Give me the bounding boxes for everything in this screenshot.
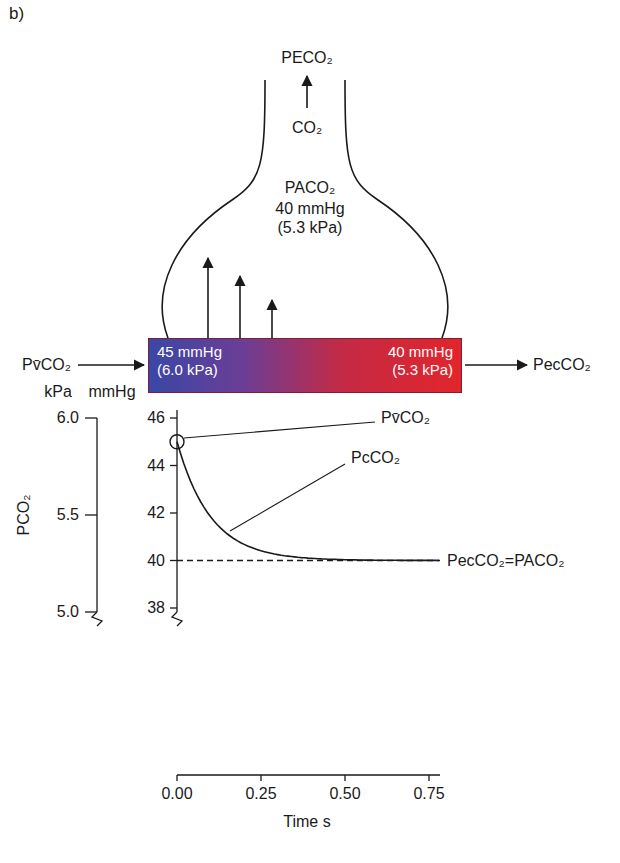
tick-label: 0.50 xyxy=(328,784,361,803)
tick-label: 0.75 xyxy=(412,784,445,803)
tick-label: 0.25 xyxy=(244,784,277,803)
tick-label: 46 xyxy=(146,408,166,427)
flow-arrow xyxy=(465,364,527,366)
panel-letter: b) xyxy=(8,4,25,24)
diffusion-arrow xyxy=(271,300,273,338)
diffusion-arrow xyxy=(207,258,209,338)
start-marker xyxy=(170,435,184,449)
time-axis xyxy=(177,775,440,781)
diffusion-arrow xyxy=(239,276,241,338)
gas-symbol: PecCO₂ xyxy=(532,355,592,374)
flow-arrow xyxy=(78,364,144,366)
leader-line xyxy=(230,464,345,531)
tick-label: 5.0 xyxy=(56,602,80,621)
curve-label: PcCO₂ xyxy=(350,448,401,467)
alveolus-shape: PACO₂ 40 mmHg (5.3 kPa) xyxy=(150,78,470,340)
unit-label: kPa xyxy=(43,382,73,401)
kpa-axis xyxy=(85,418,102,626)
gas-symbol: PECO₂ xyxy=(280,48,334,67)
flow-arrow xyxy=(306,76,308,108)
tick-label: 40 xyxy=(146,551,166,570)
unit-label: mmHg xyxy=(87,382,136,401)
tick-label: 38 xyxy=(146,598,166,617)
tick-label: 5.5 xyxy=(56,505,80,524)
curve-label: Pv̄CO₂ xyxy=(380,408,431,427)
leader-line xyxy=(184,422,375,438)
pressure-value: 40 mmHg (5.3 kPa) xyxy=(265,199,355,237)
capillary-band: 45 mmHg (6.0 kPa) 40 mmHg (5.3 kPa) xyxy=(148,338,462,393)
axis-title: PCO₂ xyxy=(14,494,33,537)
axis-title: Time s xyxy=(282,812,331,831)
pressure-value: 40 mmHg (5.3 kPa) xyxy=(369,343,453,379)
tick-label: 6.0 xyxy=(56,408,80,427)
alveolus-text: PACO₂ 40 mmHg (5.3 kPa) xyxy=(150,178,470,238)
tick-label: 44 xyxy=(146,456,166,475)
pressure-value: 45 mmHg (6.0 kPa) xyxy=(157,343,241,379)
curve-label: PecCO₂=PACO₂ xyxy=(446,551,566,570)
gas-symbol: CO₂ xyxy=(291,118,323,137)
tick-label: 0.00 xyxy=(160,784,193,803)
mmhg-axis xyxy=(170,410,182,626)
tick-label: 42 xyxy=(146,503,166,522)
gas-symbol: PACO₂ xyxy=(150,178,470,197)
gas-symbol: Pv̄CO₂ xyxy=(21,355,72,374)
pco2-curve xyxy=(177,442,439,561)
